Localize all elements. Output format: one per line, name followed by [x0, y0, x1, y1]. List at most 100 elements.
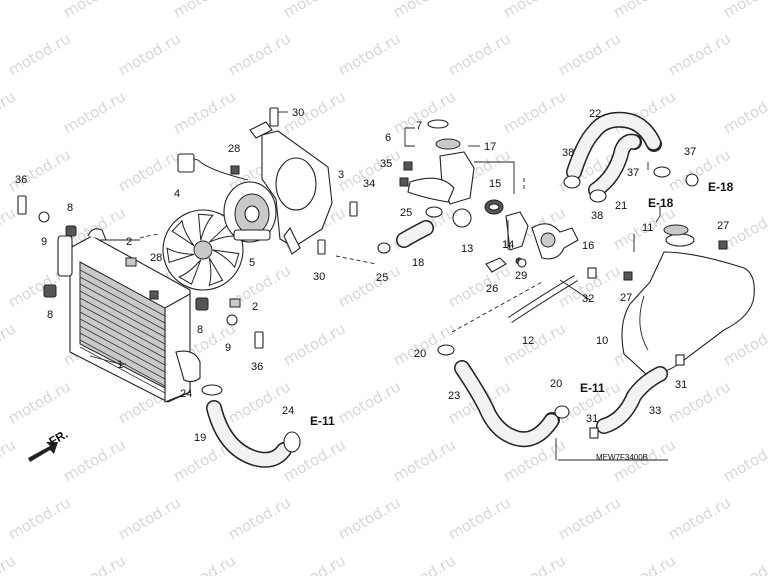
fan-shroud	[249, 121, 333, 255]
ref-e11-left: E-11	[310, 414, 335, 428]
label-27a: 27	[717, 220, 729, 232]
label-19: 19	[194, 432, 206, 444]
label-1: 1	[117, 359, 123, 371]
label-7: 7	[416, 120, 422, 132]
watermark-text: motod.ru	[115, 493, 184, 543]
radiator	[57, 228, 201, 403]
watermark-text: motod.ru	[5, 29, 74, 79]
watermark-text: motod.ru	[115, 29, 184, 79]
watermark-text: motod.ru	[500, 319, 569, 369]
watermark-text: motod.ru	[170, 551, 239, 576]
label-34: 34	[363, 178, 375, 190]
label-30a: 30	[292, 107, 304, 119]
label-8a: 8	[67, 202, 73, 214]
radiator-fin	[79, 346, 166, 394]
watermark-text: motod.ru	[170, 0, 239, 21]
label-31b: 31	[586, 413, 598, 425]
label-22: 22	[589, 108, 601, 120]
label-2a: 2	[126, 236, 132, 248]
fan-blade	[166, 247, 195, 263]
fan-motor	[177, 153, 277, 243]
label-35: 35	[380, 158, 392, 170]
ref-e11-right: E-11	[580, 381, 605, 395]
watermark-text: motod.ru	[720, 435, 768, 485]
fan	[162, 209, 244, 291]
label-37b: 37	[684, 146, 696, 158]
label-24b: 24	[282, 405, 294, 417]
watermark-text: motod.ru	[0, 319, 19, 369]
label-8b: 8	[47, 309, 53, 321]
watermark-text: motod.ru	[390, 435, 459, 485]
label-4: 4	[174, 188, 180, 200]
label-24a: 24	[180, 388, 192, 400]
radiator-fin	[79, 290, 166, 338]
label-8c: 8	[197, 324, 203, 336]
fasteners	[17, 107, 728, 453]
label-29: 29	[515, 270, 527, 282]
watermark-text: motod.ru	[500, 551, 569, 576]
label-9b: 9	[225, 342, 231, 354]
radiator-fin	[79, 269, 166, 317]
label-36b: 36	[251, 361, 263, 373]
label-16: 16	[582, 240, 594, 252]
label-33: 33	[649, 405, 661, 417]
watermark-text: motod.ru	[610, 0, 679, 21]
fan-blade	[171, 219, 195, 247]
watermark-text: motod.ru	[0, 203, 19, 253]
label-10: 10	[596, 335, 608, 347]
watermark-text: motod.ru	[390, 319, 459, 369]
radiator-fin	[79, 339, 166, 387]
watermark-text: motod.ru	[665, 493, 734, 543]
thermostat-housing	[407, 119, 504, 228]
watermark-text: motod.ru	[610, 551, 679, 576]
watermark-text: motod.ru	[335, 493, 404, 543]
watermark-text: motod.ru	[225, 377, 294, 427]
watermark-text: motod.ru	[390, 87, 459, 137]
watermark-text: motod.ru	[335, 377, 404, 427]
label-23: 23	[448, 390, 460, 402]
label-26: 26	[486, 283, 498, 295]
watermark-text: motod.ru	[60, 87, 129, 137]
watermark-text: motod.ru	[60, 0, 129, 21]
label-37a: 37	[627, 167, 639, 179]
watermark-text: motod.ru	[225, 493, 294, 543]
label-30b: 30	[313, 271, 325, 283]
watermark-text: motod.ru	[60, 551, 129, 576]
label-38a: 38	[562, 147, 574, 159]
watermark-text: motod.ru	[5, 493, 74, 543]
watermark-text: motod.ru	[280, 319, 349, 369]
label-38b: 38	[591, 210, 603, 222]
watermark-text: motod.ru	[225, 29, 294, 79]
radiator-fin	[79, 311, 166, 359]
watermark-text: motod.ru	[335, 261, 404, 311]
watermark-text: motod.ru	[5, 145, 74, 195]
watermark-text: motod.ru	[0, 435, 19, 485]
watermark-text: motod.ru	[390, 0, 459, 21]
label-6: 6	[385, 132, 391, 144]
watermark-text: motod.ru	[720, 87, 768, 137]
reserve-tank	[621, 224, 755, 375]
label-25b: 25	[376, 272, 388, 284]
watermark-text: motod.ru	[335, 29, 404, 79]
label-20a: 20	[414, 348, 426, 360]
label-36a: 36	[15, 174, 27, 186]
label-28a: 28	[228, 143, 240, 155]
fan-blade	[178, 259, 202, 285]
watermark-text: motod.ru	[720, 0, 768, 21]
watermark-text: motod.ru	[0, 87, 19, 137]
label-32: 32	[582, 293, 594, 305]
label-12: 12	[522, 335, 534, 347]
label-11: 11	[642, 222, 653, 234]
watermark-text: motod.ru	[500, 87, 569, 137]
watermark-text: motod.ru	[280, 0, 349, 21]
watermark-text: motod.ru	[60, 435, 129, 485]
label-14: 14	[502, 239, 514, 251]
hoses	[206, 111, 668, 468]
fan-blade	[212, 249, 240, 269]
watermark-text: motod.ru	[445, 493, 514, 543]
fan-blade	[208, 257, 224, 287]
label-21: 21	[615, 200, 627, 212]
label-3: 3	[338, 169, 344, 181]
fan-blade	[197, 213, 214, 241]
